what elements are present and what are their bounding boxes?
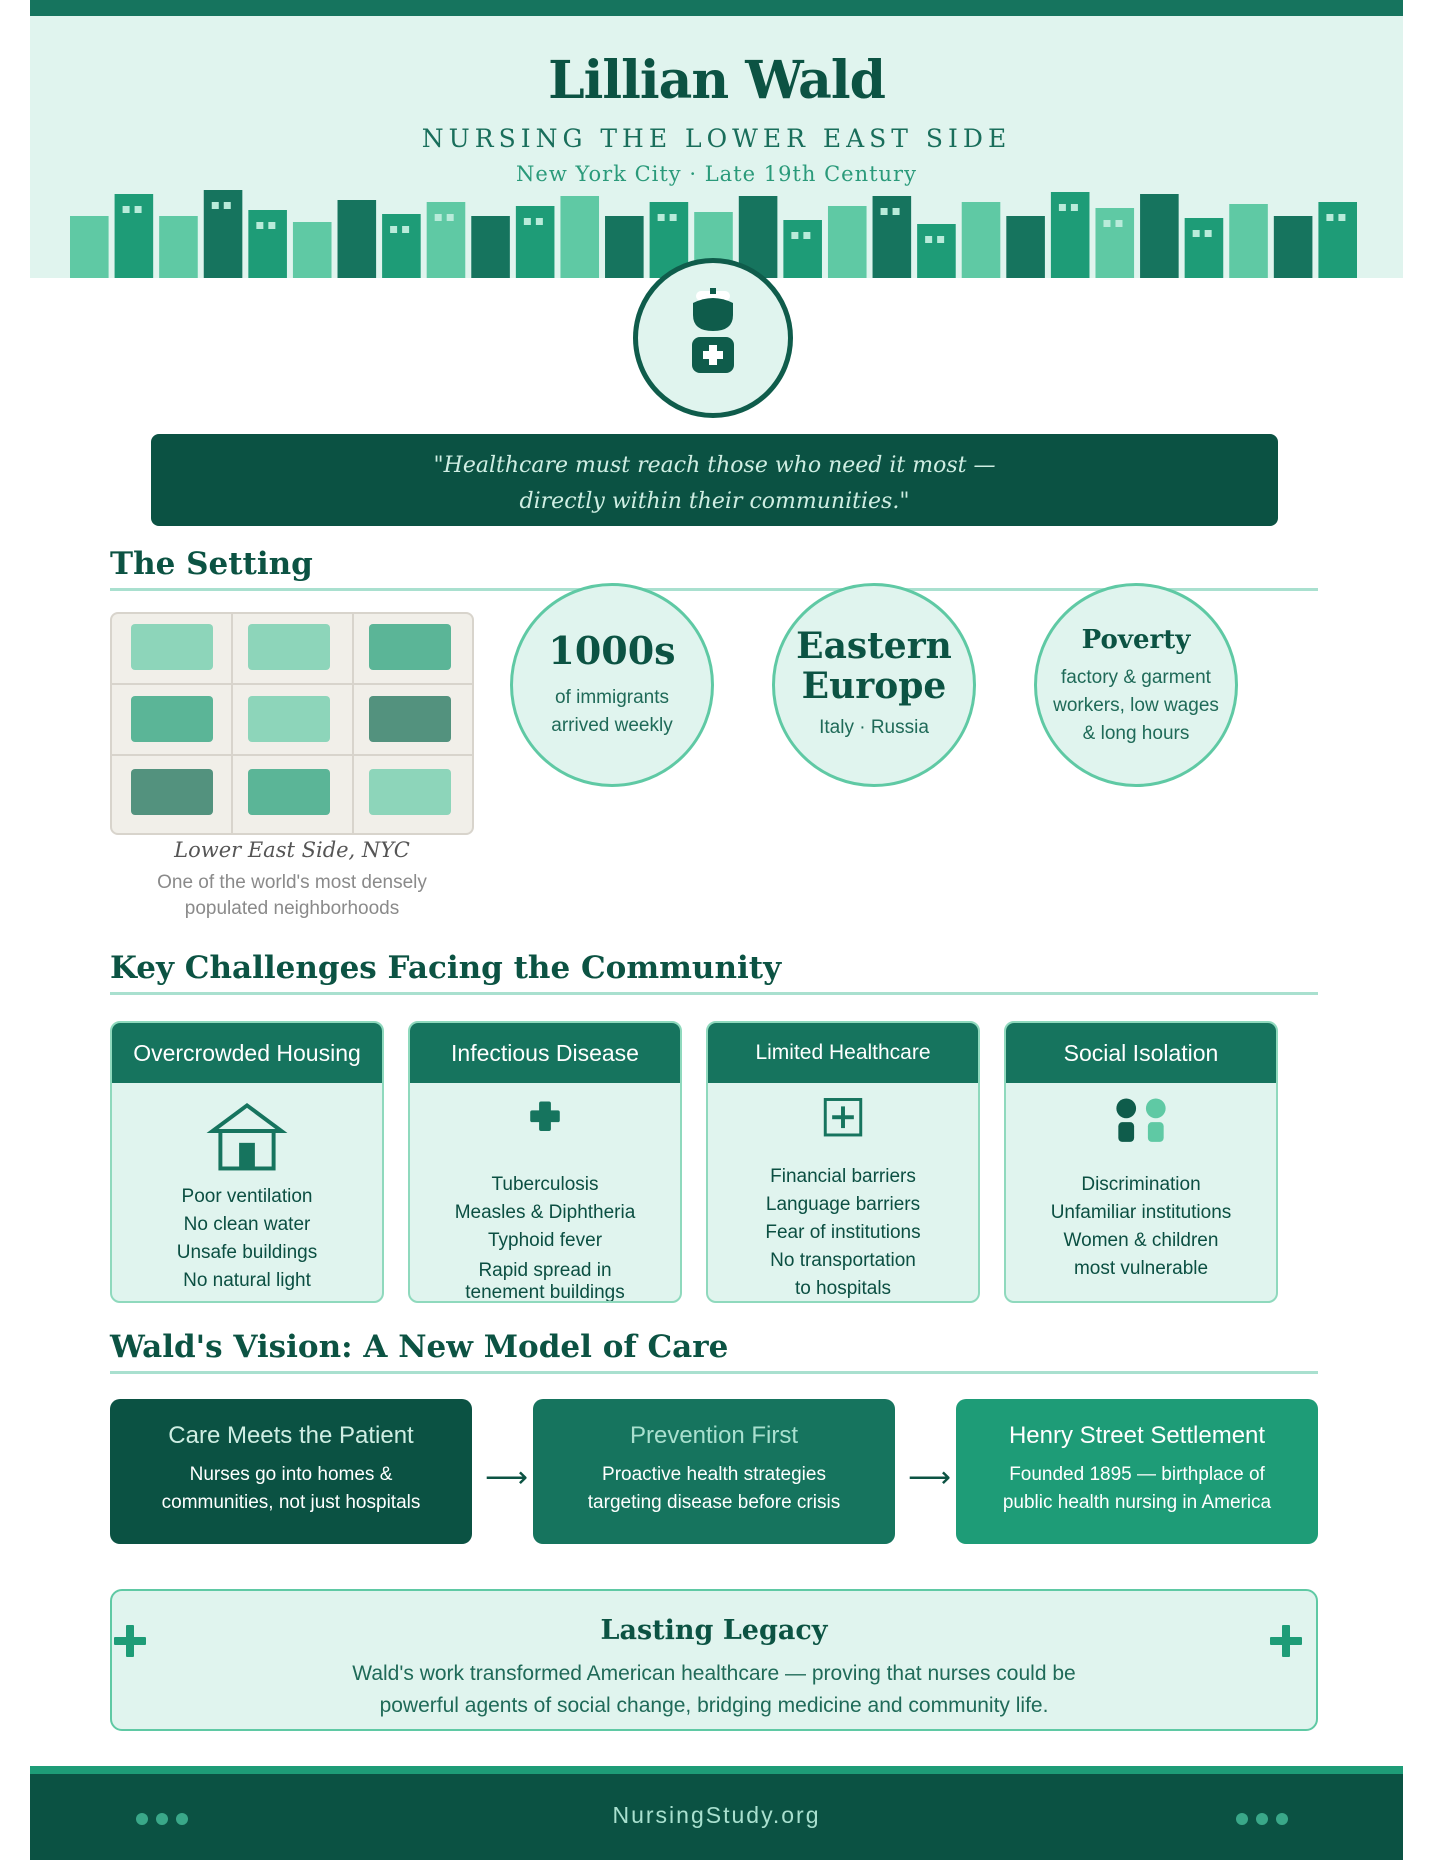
list-item: Typhoid fever xyxy=(487,1230,603,1251)
section-divider xyxy=(110,1371,1318,1374)
section-divider xyxy=(110,992,1318,995)
list-item: Unfamiliar institutions xyxy=(1050,1202,1232,1223)
list-item: Fear of institutions xyxy=(765,1222,921,1243)
stat-origin: Eastern Europe Italy · Russia xyxy=(772,583,976,787)
medical-cross-icon xyxy=(530,1101,560,1132)
challenge-list: Discrimination Unfamiliar institutions W… xyxy=(1006,1171,1276,1283)
list-item: most vulnerable xyxy=(1073,1258,1209,1279)
card-title: Infectious Disease xyxy=(410,1023,680,1083)
legacy-box: Lasting Legacy Wald's work transformed A… xyxy=(110,1589,1318,1731)
arrow-right-icon: ⟶ xyxy=(908,1461,952,1494)
card-title: Overcrowded Housing xyxy=(112,1023,382,1083)
nurse-icon xyxy=(692,288,734,373)
map-description: One of the world's most densely populate… xyxy=(157,872,427,919)
challenge-list: Financial barriers Language barriers Fea… xyxy=(708,1163,978,1301)
list-item: Measles & Diphtheria xyxy=(454,1202,636,1223)
section-title-vision: Wald's Vision: A New Model of Care xyxy=(110,1329,729,1365)
list-item: Rapid spread in xyxy=(478,1260,612,1281)
list-item: tenement buildings xyxy=(465,1282,625,1303)
list-item: Financial barriers xyxy=(770,1166,916,1187)
list-item: Language barriers xyxy=(765,1194,921,1215)
location-era: New York City · Late 19th Century xyxy=(516,162,917,186)
neighborhood-map-illustration xyxy=(110,612,474,835)
challenge-card-healthcare: Limited Healthcare Financial barriers La… xyxy=(706,1021,980,1303)
legacy-text: Wald's work transformed American healthc… xyxy=(352,1662,1076,1717)
plus-icon xyxy=(114,1625,146,1657)
nurse-badge xyxy=(633,258,793,418)
plus-icon xyxy=(1270,1625,1302,1657)
page-subtitle: NURSING THE LOWER EAST SIDE xyxy=(421,124,1012,153)
stat-poverty: Poverty factory & garment workers, low w… xyxy=(1034,583,1238,787)
header-banner: Lillian Wald NURSING THE LOWER EAST SIDE… xyxy=(30,16,1403,278)
footer: NursingStudy.org xyxy=(30,1774,1403,1860)
stat-immigrants: 1000s of immigrants arrived weekly xyxy=(510,583,714,787)
list-item: to hospitals xyxy=(794,1278,892,1299)
legacy-title: Lasting Legacy xyxy=(600,1615,828,1646)
quote-line-1: "Healthcare must reach those who need it… xyxy=(433,453,996,478)
list-item: No clean water xyxy=(183,1214,311,1235)
people-icon xyxy=(1116,1098,1166,1142)
map-caption: Lower East Side, NYC xyxy=(174,838,410,862)
list-item: Women & children xyxy=(1063,1230,1219,1251)
decorative-dots xyxy=(1236,1812,1296,1830)
card-title: Social Isolation xyxy=(1006,1023,1276,1083)
section-title-setting: The Setting xyxy=(110,546,313,582)
challenge-list: Tuberculosis Measles & Diphtheria Typhoi… xyxy=(410,1171,680,1303)
challenge-card-housing: Overcrowded Housing Poor ventilation No … xyxy=(110,1021,384,1303)
list-item: No natural light xyxy=(183,1270,311,1291)
list-item: Tuberculosis xyxy=(491,1174,599,1195)
city-skyline-illustration xyxy=(70,190,1357,278)
card-title: Limited Healthcare xyxy=(708,1023,978,1083)
vision-step-prevention-first: Prevention First Proactive health strate… xyxy=(533,1399,895,1544)
list-item: Poor ventilation xyxy=(181,1186,313,1207)
arrow-right-icon: ⟶ xyxy=(485,1461,529,1494)
challenge-card-disease: Infectious Disease Tuberculosis Measles … xyxy=(408,1021,682,1303)
challenge-list: Poor ventilation No clean water Unsafe b… xyxy=(112,1183,382,1295)
list-item: Discrimination xyxy=(1081,1174,1201,1195)
list-item: Unsafe buildings xyxy=(176,1242,318,1263)
footer-stripe xyxy=(30,1766,1403,1774)
top-bar xyxy=(30,0,1403,16)
list-item: No transportation xyxy=(770,1250,916,1271)
quote-line-2: directly within their communities." xyxy=(519,489,910,514)
infographic-page: Lillian Wald NURSING THE LOWER EAST SIDE… xyxy=(30,0,1403,1860)
clinic-icon xyxy=(823,1098,863,1137)
quote-banner: "Healthcare must reach those who need it… xyxy=(151,434,1278,526)
page-title: Lillian Wald xyxy=(548,50,886,111)
vision-step-henry-street: Henry Street Settlement Founded 1895 — b… xyxy=(956,1399,1318,1544)
vision-step-care-meets-patient: Care Meets the Patient Nurses go into ho… xyxy=(110,1399,472,1544)
section-divider xyxy=(110,588,1318,591)
footer-site-name: NursingStudy.org xyxy=(612,1802,821,1828)
house-icon xyxy=(206,1102,288,1171)
decorative-dots xyxy=(136,1812,196,1830)
challenge-card-isolation: Social Isolation Discrimination Unfamili… xyxy=(1004,1021,1278,1303)
section-title-challenges: Key Challenges Facing the Community xyxy=(110,950,782,986)
